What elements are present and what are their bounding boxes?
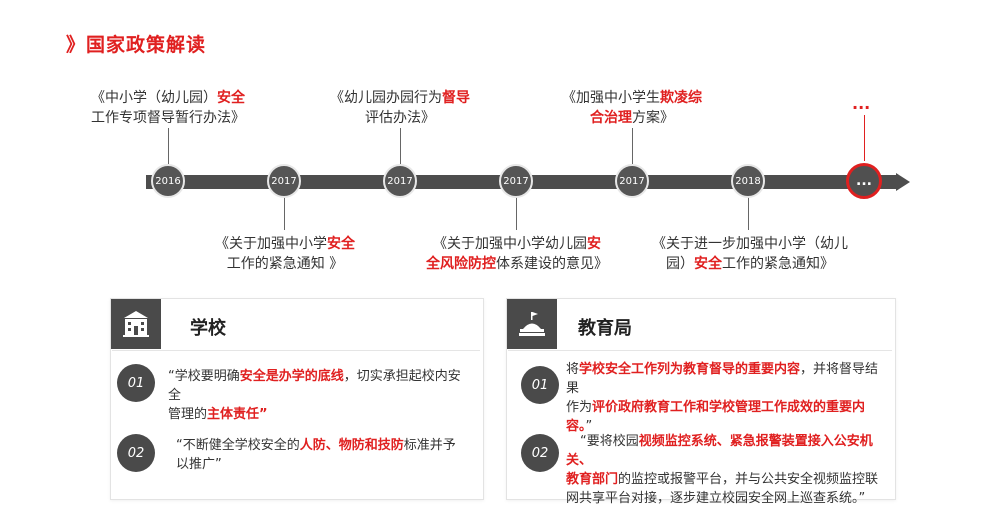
item-text: 管理的: [168, 407, 208, 422]
doc-text: 《幼儿园办园行为: [330, 90, 442, 106]
edu-bureau-card: [506, 298, 896, 500]
connector-line: [284, 197, 285, 230]
page-title: 》国家政策解读: [66, 34, 207, 56]
doc-text: 方案》: [632, 110, 674, 126]
doc-text: 《中小学（幼儿园）: [91, 90, 217, 106]
item-highlight: 安全是办学的底线: [239, 369, 344, 384]
item-text: 标准并予: [403, 438, 456, 453]
doc-highlight: 安全: [694, 256, 722, 272]
doc-text: 《关于加强中小学幼儿园: [433, 236, 587, 252]
school-card: [110, 298, 484, 500]
policy-doc: 《加强中小学生欺凌综 合治理方案》: [542, 88, 722, 128]
item-highlight: 学校安全工作列为教育督导的重要内容: [579, 362, 801, 377]
item-highlight: 评价政府教育工作和学校管理工作成效的重要内容。: [566, 400, 866, 434]
doc-text: 评估办法》: [365, 110, 435, 126]
timeline-node-2017[interactable]: 2017: [267, 164, 301, 198]
item-highlight: 主体责任: [207, 407, 260, 422]
item-text: “不断健全学校安全的: [176, 438, 300, 453]
connector-line: [400, 128, 401, 164]
item-text: ，切实承担起校内安全: [168, 369, 461, 403]
school-item-2: “不断健全学校安全的人防、物防和技防标准并予 以推广”: [168, 436, 468, 474]
doc-text: 工作专项督导暂行办法》: [91, 110, 245, 126]
school-building-icon: [111, 299, 161, 349]
item-text: 作为: [566, 400, 593, 415]
item-text: “要将校园: [580, 434, 639, 449]
item-text: 网共享平台对接，逐步建立校园安全网上巡查系统。”: [566, 491, 866, 506]
item-number: 02: [117, 434, 155, 472]
item-text: 将: [566, 362, 580, 377]
item-text: ，并将督导结果: [566, 362, 879, 396]
doc-text: 《关于进一步加强中小学（幼儿: [652, 236, 848, 252]
doc-text: 体系建设的意见》: [496, 256, 608, 272]
item-text: ”: [585, 419, 593, 434]
policy-doc: 《幼儿园办园行为督导 评估办法》: [310, 88, 490, 128]
connector-line: [632, 128, 633, 164]
doc-highlight: 欺凌综: [660, 90, 702, 106]
item-text: “学校要明确: [168, 369, 240, 384]
connector-line: [516, 197, 517, 230]
policy-doc: 《关于进一步加强中小学（幼儿 园）安全工作的紧急通知》: [640, 234, 860, 274]
divider: [112, 350, 480, 351]
policy-doc: 《关于加强中小学幼儿园安 全风险防控体系建设的意见》: [412, 234, 622, 274]
connector-line-red: [864, 115, 865, 161]
card-title: 学校: [190, 318, 226, 339]
timeline-node-2017[interactable]: 2017: [615, 164, 649, 198]
government-building-icon: [507, 299, 557, 349]
item-text: 以推广”: [176, 457, 222, 472]
item-highlight: 人防、物防和技防: [299, 438, 404, 453]
doc-highlight: 安全: [327, 236, 355, 252]
item-text: 的监控或报警平台，并与公共安全视频监控联: [618, 472, 879, 487]
item-number: 01: [117, 364, 155, 402]
timeline-node-2017[interactable]: 2017: [499, 164, 533, 198]
school-item-1: “学校要明确安全是办学的底线，切实承担起校内安全 管理的主体责任”: [168, 367, 468, 424]
timeline-node-2018[interactable]: 2018: [731, 164, 765, 198]
doc-text: 工作的紧急通知》: [722, 256, 834, 272]
item-highlight: 视频监控系统、紧急报警装置接入公安机关、: [566, 434, 873, 468]
policy-doc: 《关于加强中小学安全 工作的紧急通知 》: [190, 234, 380, 274]
doc-text: 《关于加强中小学: [215, 236, 327, 252]
doc-highlight: 合治理: [590, 110, 632, 126]
connector-line: [168, 128, 169, 164]
doc-text: 工作的紧急通知 》: [226, 256, 344, 272]
doc-highlight: 全风险防控: [426, 256, 496, 272]
doc-text: 《加强中小学生: [562, 90, 660, 106]
more-dots: ...: [852, 94, 871, 113]
divider: [508, 350, 892, 351]
item-number: 01: [521, 366, 559, 404]
edu-item-2: “要将校园视频监控系统、紧急报警装置接入公安机关、 教育部门的监控或报警平台，并…: [566, 432, 888, 508]
doc-highlight: 安: [587, 236, 601, 252]
connector-line: [748, 197, 749, 230]
doc-text: 园）: [666, 256, 694, 272]
item-number: 02: [521, 434, 559, 472]
policy-doc: 《中小学（幼儿园）安全 工作专项督导暂行办法》: [68, 88, 268, 128]
card-title: 教育局: [578, 318, 632, 339]
item-highlight: ”: [259, 407, 268, 422]
item-highlight: 教育部门: [566, 472, 619, 487]
timeline-node-more[interactable]: ...: [846, 163, 882, 199]
timeline-node-2017[interactable]: 2017: [383, 164, 417, 198]
timeline-node-2016[interactable]: 2016: [151, 164, 185, 198]
doc-highlight: 督导: [442, 90, 470, 106]
doc-highlight: 安全: [217, 90, 245, 106]
edu-item-1: 将学校安全工作列为教育督导的重要内容，并将督导结果 作为评价政府教育工作和学校管…: [566, 360, 888, 436]
